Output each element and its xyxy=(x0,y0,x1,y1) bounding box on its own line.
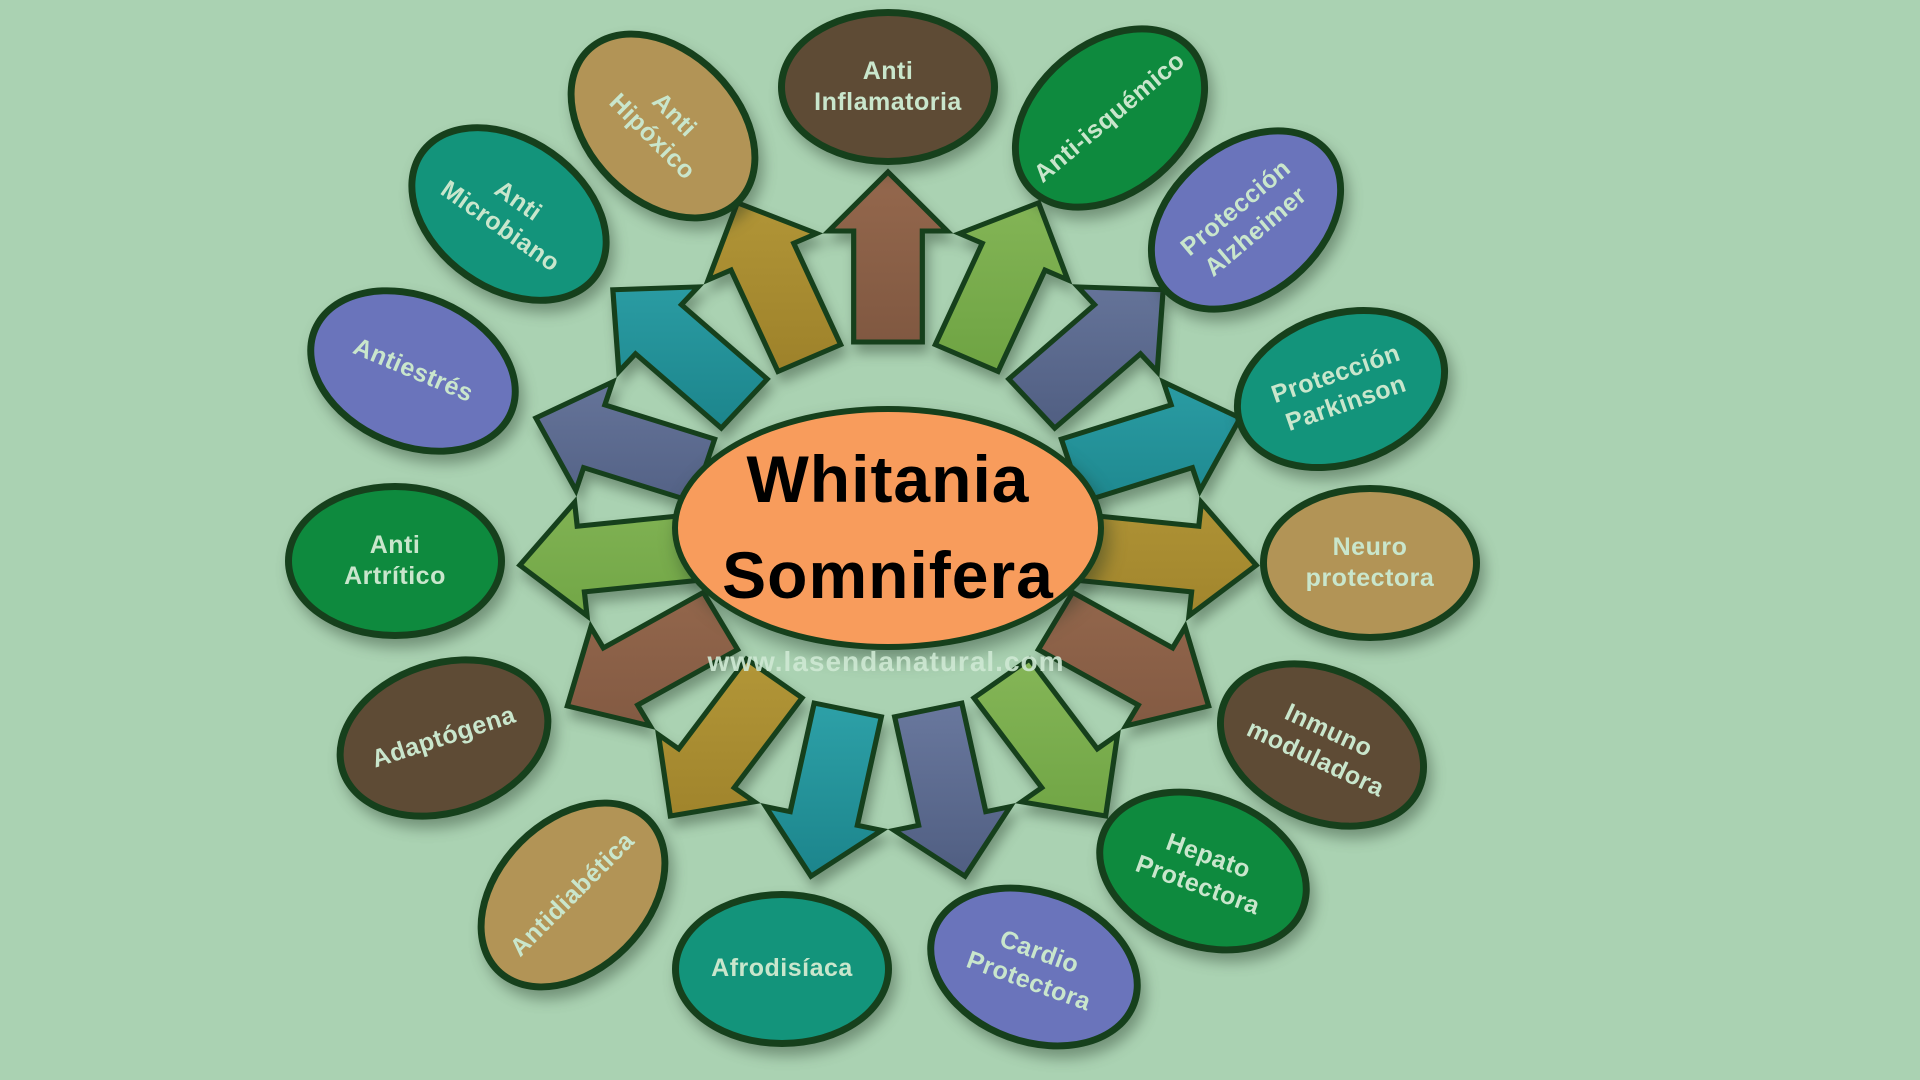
arrow-anti-hipoxico xyxy=(703,199,845,375)
benefit-label: Inflamatoria xyxy=(814,88,962,116)
arrow-anti-inflamatoria xyxy=(822,168,954,345)
website-url: www.lasendanatural.com xyxy=(707,646,1065,677)
benefit-label: Anti xyxy=(862,56,914,85)
arrow-hepato-protectora xyxy=(970,655,1121,819)
center-title-line2: Somnifera xyxy=(722,538,1054,612)
arrow-anti-microbiano xyxy=(610,284,771,432)
benefit-label: Neuro xyxy=(1332,532,1408,561)
benefit-label: protectora xyxy=(1305,564,1435,592)
arrow-inmuno-moduladora xyxy=(1034,589,1212,730)
arrow-adaptogena xyxy=(564,589,742,730)
arrow-afrodisiaca xyxy=(760,700,889,880)
arrow-antidiabetica xyxy=(655,655,806,819)
benefit-ellipse-neuro-protectora: Neuro protectora xyxy=(1260,485,1480,641)
arrow-anti-isquemico xyxy=(931,199,1073,375)
arrow-proteccion-alzheimer xyxy=(1005,284,1166,432)
arrow-cardio-protectora xyxy=(887,700,1016,880)
center-ellipse: Whitania Somnifera xyxy=(672,406,1104,650)
benefit-label: Anti xyxy=(369,530,421,559)
benefit-ellipse-afrodisiaca: Afrodisíaca xyxy=(672,891,892,1047)
benefit-label: Artrítico xyxy=(344,562,446,590)
benefit-label: Afrodisíaca xyxy=(711,954,853,983)
center-title-line1: Whitania xyxy=(746,442,1030,517)
